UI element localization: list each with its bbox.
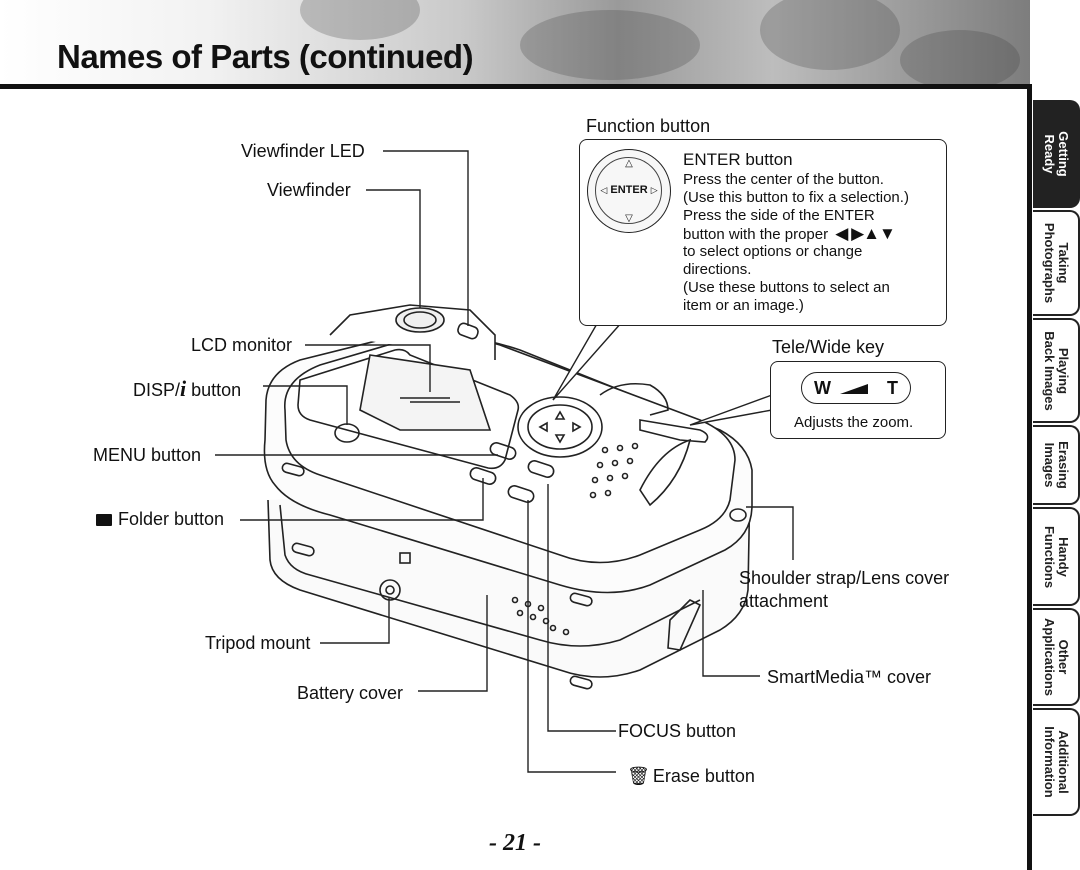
folder-icon	[96, 514, 112, 526]
enter-line-7: (Use these buttons to select an	[683, 279, 890, 296]
tab-section-6[interactable]: Other Applications	[1033, 608, 1080, 706]
tripod-mount-label: Tripod mount	[205, 633, 311, 653]
smartmedia-slot	[667, 599, 702, 651]
focus-button	[527, 460, 555, 478]
zoom-caption: Adjusts the zoom.	[794, 414, 914, 431]
erase-label-text: Erase button	[652, 766, 755, 786]
enter-line-4: button with the proper ◀ ▶▲▼	[683, 224, 896, 244]
trash-icon: 🗑	[627, 766, 650, 786]
camera-illustration	[215, 150, 794, 773]
zoom-callout-tail	[689, 394, 773, 426]
texture-blot	[520, 10, 700, 80]
zoom-callout: W T Adjusts the zoom.	[770, 361, 946, 439]
side-rule	[1027, 84, 1032, 870]
shoulder-strap-label: Shoulder strap/Lens cover	[739, 568, 950, 588]
tab-label: Other Applications	[1041, 617, 1071, 697]
tab-label: Getting Ready	[1041, 131, 1071, 177]
enter-line-6: directions.	[683, 261, 752, 278]
viewfinder-label: Viewfinder	[267, 180, 351, 200]
smartmedia-cover-label: SmartMedia™ cover	[767, 667, 932, 687]
tab-section-7[interactable]: Additional Information	[1033, 708, 1080, 816]
texture-blot	[900, 30, 1020, 88]
viewfinder-led	[457, 322, 479, 340]
tab-section-1[interactable]: Getting Ready	[1033, 100, 1080, 208]
enter-button-callout: △ ▽ ◁ ENTER ▷ ENTER button Press the cen…	[579, 139, 947, 326]
erase-button-label: 🗑Erase button	[627, 766, 755, 787]
menu-button-label: MENU button	[93, 445, 202, 465]
tab-section-3[interactable]: Playing Back Images	[1033, 318, 1080, 423]
tripod-mount	[379, 579, 401, 601]
enter-line-8: item or an image.)	[683, 297, 804, 314]
disp-suffix: button	[186, 380, 242, 400]
info-icon: i	[180, 376, 187, 401]
zoom-key-icon: W T	[801, 372, 911, 404]
zoom-w: W	[814, 378, 831, 398]
enter-dial-icon: △ ▽ ◁ ENTER ▷	[587, 149, 671, 233]
zoom-t: T	[887, 378, 898, 398]
enter-callout-title: ENTER button	[683, 150, 793, 169]
zoom-wedge-icon	[840, 384, 868, 394]
speaker-holes	[511, 442, 639, 636]
tab-section-5[interactable]: Handy Functions	[1033, 507, 1080, 606]
direction-arrows-icon: ◀ ▶▲▼	[835, 224, 896, 243]
battery-cover-label: Battery cover	[297, 683, 404, 703]
tele-wide-key-label: Tele/Wide key	[772, 337, 885, 357]
folder-button	[469, 467, 497, 485]
focus-button-label: FOCUS button	[618, 721, 737, 741]
enter-line-1: Press the center of the button.	[683, 171, 884, 188]
lens-ring	[599, 382, 669, 416]
enter-line-4-text: button with the proper	[683, 226, 829, 243]
disp-prefix: DISP/	[133, 380, 181, 400]
enter-line-2: (Use this button to fix a selection.)	[683, 189, 909, 206]
tab-section-4[interactable]: Erasing Images	[1033, 425, 1080, 505]
tab-label: Playing Back Images	[1041, 330, 1071, 411]
tab-label: Additional Information	[1041, 726, 1071, 798]
texture-blot	[760, 0, 900, 70]
viewfinder-led-label: Viewfinder LED	[241, 141, 365, 161]
tab-label: Taking Photographs	[1041, 222, 1071, 304]
camera-battery-compartment	[279, 504, 701, 647]
menu-button	[489, 442, 517, 460]
page-number: - 21 -	[489, 830, 541, 856]
enter-line-5: to select options or change	[683, 243, 863, 260]
enter-dial-text: ENTER	[610, 184, 648, 196]
strap-eyelet	[729, 508, 747, 522]
shoulder-strap-label-line2: attachment	[739, 591, 829, 611]
lcd-recess	[297, 348, 520, 470]
erase-button	[507, 485, 535, 503]
camera-hump	[329, 304, 496, 360]
function-button-label: Function button	[586, 116, 711, 136]
enter-dial	[517, 396, 603, 458]
tab-section-2[interactable]: Taking Photographs	[1033, 210, 1080, 316]
page-title: Names of Parts (continued)	[57, 38, 474, 75]
lcd-monitor-label: LCD monitor	[191, 335, 293, 355]
disp-button-label: DISP/i button	[133, 376, 241, 402]
tab-label: Handy Functions	[1041, 525, 1071, 588]
enter-line-3: Press the side of the ENTER	[683, 207, 875, 224]
page-header: Names of Parts (continued)	[0, 0, 1030, 88]
tab-label: Erasing Images	[1041, 441, 1071, 489]
lcd-screen	[359, 354, 492, 431]
folder-button-label: Folder button	[96, 509, 224, 530]
enter-callout-tail	[552, 321, 623, 401]
folder-label-text: Folder button	[118, 509, 225, 529]
leader-lines	[215, 150, 794, 773]
header-rule	[0, 84, 1030, 89]
